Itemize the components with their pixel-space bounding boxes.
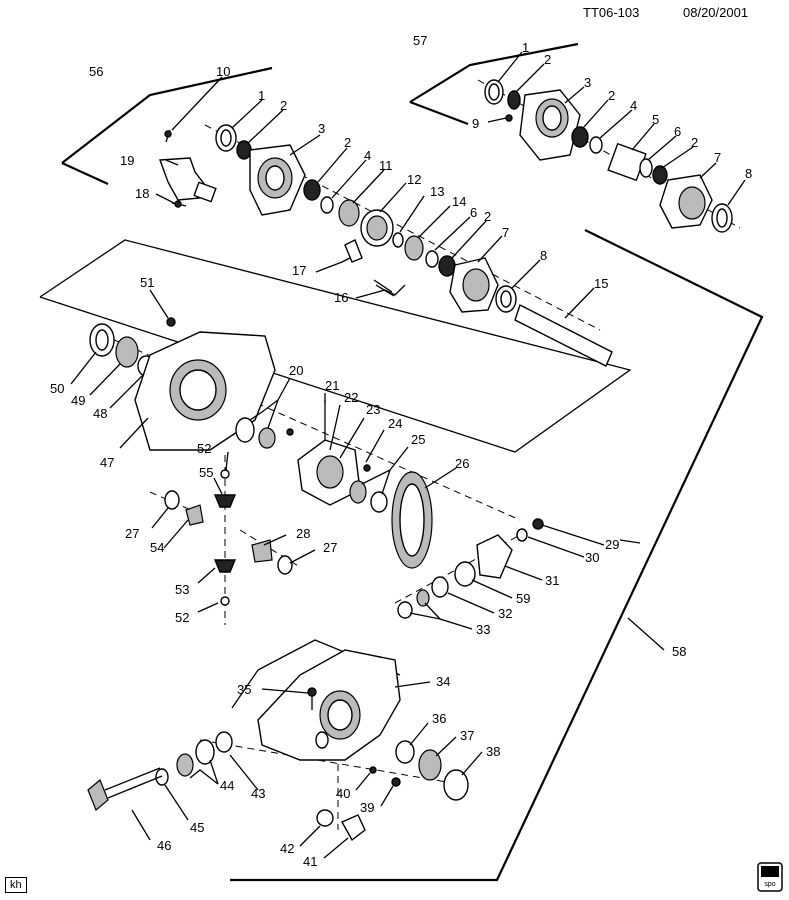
callout-11: 11 (379, 158, 393, 173)
callout-56: 56 (89, 64, 103, 79)
callout-27: 27 (125, 526, 139, 541)
callout-2: 2 (691, 135, 698, 150)
leader-lines (70, 51, 746, 859)
callout-26: 26 (455, 456, 469, 471)
callout-13: 13 (430, 184, 444, 199)
callout-19: 19 (120, 153, 134, 168)
callout-46: 46 (157, 838, 171, 853)
callout-22: 22 (344, 390, 358, 405)
callout-40: 40 (336, 786, 350, 801)
callout-37: 37 (460, 728, 474, 743)
callout-39: 39 (360, 800, 374, 815)
callout-50: 50 (50, 381, 64, 396)
callout-7: 7 (714, 150, 721, 165)
callout-8: 8 (540, 248, 547, 263)
callout-49: 49 (71, 393, 85, 408)
callout-59: 59 (516, 591, 530, 606)
callout-14: 14 (452, 194, 466, 209)
callout-3: 3 (584, 75, 591, 90)
upper-left-parts (159, 124, 613, 367)
callout-51: 51 (140, 275, 154, 290)
callout-23: 23 (366, 402, 380, 417)
callout-labels: 1 2 3 2 4 5 6 2 7 8 9 57 56 10 1 2 3 19 … (50, 33, 752, 869)
callout-58: 58 (672, 644, 686, 659)
callout-3: 3 (318, 121, 325, 136)
callout-6: 6 (470, 205, 477, 220)
callout-24: 24 (388, 416, 402, 431)
callout-29: 29 (605, 537, 619, 552)
callout-21: 21 (325, 378, 339, 393)
callout-55: 55 (199, 465, 213, 480)
callout-52: 52 (175, 610, 189, 625)
callout-2: 2 (484, 209, 491, 224)
callout-9: 9 (472, 116, 479, 131)
callout-7: 7 (502, 225, 509, 240)
callout-38: 38 (486, 744, 500, 759)
gm-spo-logo: spo (757, 862, 783, 892)
middle-parts (89, 317, 544, 619)
callout-1: 1 (258, 88, 265, 103)
callout-6: 6 (674, 124, 681, 139)
callout-54: 54 (150, 540, 164, 555)
figure-id: TT06-103 (583, 5, 639, 20)
callout-43: 43 (251, 786, 265, 801)
callout-53: 53 (175, 582, 189, 597)
callout-2: 2 (544, 52, 551, 67)
callout-28: 28 (296, 526, 310, 541)
callout-34: 34 (436, 674, 450, 689)
callout-2: 2 (608, 88, 615, 103)
callout-10: 10 (216, 64, 230, 79)
callout-41: 41 (303, 854, 317, 869)
callout-32: 32 (498, 606, 512, 621)
callout-1: 1 (522, 40, 529, 55)
callout-20: 20 (289, 363, 303, 378)
lower-parts (87, 649, 469, 842)
callout-44: 44 (220, 778, 234, 793)
callout-57: 57 (413, 33, 427, 48)
callout-27: 27 (323, 540, 337, 555)
group-brackets (39, 42, 764, 882)
callout-47: 47 (100, 455, 114, 470)
callout-31: 31 (545, 573, 559, 588)
callout-5: 5 (652, 112, 659, 127)
callout-4: 4 (364, 148, 371, 163)
callout-15: 15 (594, 276, 608, 291)
callout-33: 33 (476, 622, 490, 637)
callout-12: 12 (407, 172, 421, 187)
callout-30: 30 (585, 550, 599, 565)
callout-48: 48 (93, 406, 107, 421)
figure-date: 08/20/2001 (683, 5, 748, 20)
callout-35: 35 (237, 682, 251, 697)
callout-16: 16 (334, 290, 348, 305)
callout-45: 45 (190, 820, 204, 835)
svg-text:spo: spo (764, 881, 775, 888)
callout-18: 18 (135, 186, 149, 201)
upper-right-parts (484, 79, 733, 233)
callout-4: 4 (630, 98, 637, 113)
callout-36: 36 (432, 711, 446, 726)
callout-2: 2 (280, 98, 287, 113)
callout-17: 17 (292, 263, 306, 278)
corner-tag: kh (5, 877, 27, 893)
callout-42: 42 (280, 841, 294, 856)
callout-52: 52 (197, 441, 211, 456)
callout-2: 2 (344, 135, 351, 150)
callout-25: 25 (411, 432, 425, 447)
callout-8: 8 (745, 166, 752, 181)
